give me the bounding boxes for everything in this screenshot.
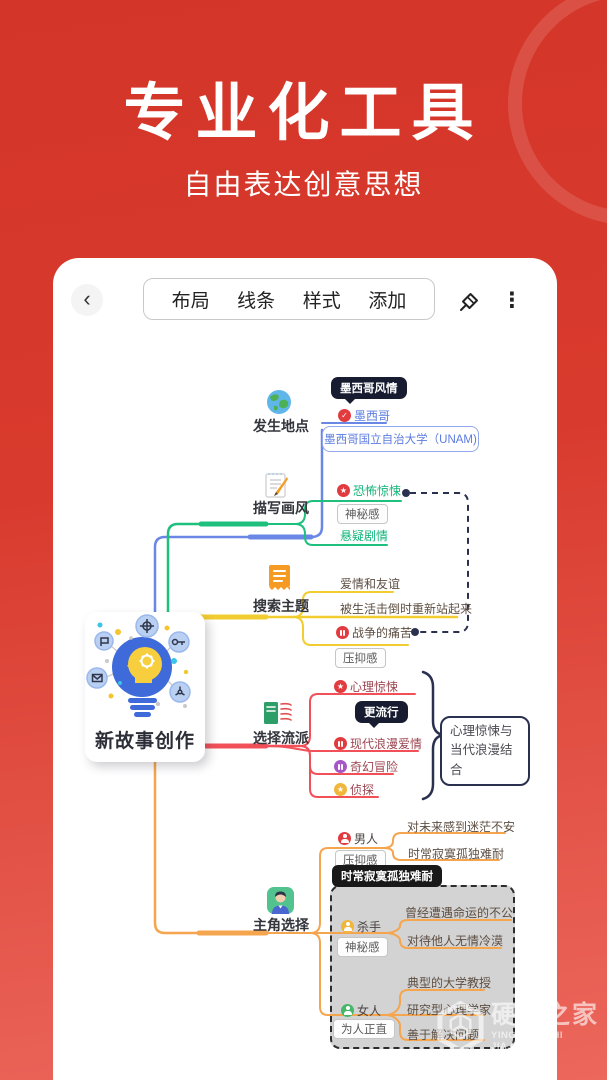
yellow-branch-lines <box>196 591 459 646</box>
node-horror[interactable]: ★ 恐怖惊悚 <box>337 482 401 499</box>
red-branch-lines <box>196 693 419 798</box>
star-badge-icon: ★ <box>337 484 350 497</box>
watermark-name: 硬件之家 <box>491 1001 600 1030</box>
connector-lines <box>153 422 512 1041</box>
node-man[interactable]: 男人 <box>338 830 378 847</box>
pause-badge-icon <box>334 737 347 750</box>
university-label: 墨西哥国立自治大学（UNAM) <box>324 434 477 446</box>
node-resilience[interactable]: 被生活击倒时重新站起来 <box>340 602 473 616</box>
kebab-icon: ⋮ <box>501 288 523 312</box>
back-button[interactable]: ‹ <box>71 284 103 316</box>
lightbulb-idea-illustration <box>86 614 191 717</box>
lonely-tooltip: 时常寂寞孤独难耐 <box>332 865 442 887</box>
killer-label: 杀手 <box>357 920 382 934</box>
woman-label: 女人 <box>357 1004 382 1018</box>
blue-branch-lines <box>153 422 387 614</box>
center-node-label: 新故事创作 <box>94 731 195 752</box>
horror-label: 恐怖惊悚 <box>353 484 402 498</box>
more-menu-button[interactable]: ⋮ <box>501 284 523 316</box>
node-thriller[interactable]: ★ 心理惊悚 <box>334 678 398 695</box>
war-label: 战争的痛苦 <box>352 626 413 640</box>
star-badge-icon: ★ <box>334 680 347 693</box>
paint-brush-icon <box>460 293 478 311</box>
person-badge-icon <box>338 832 351 845</box>
hexagon-logo-icon <box>437 1000 484 1054</box>
node-topic[interactable]: 搜索主题 <box>253 598 309 614</box>
back-icon: ‹ <box>83 285 91 311</box>
fantasy-label: 奇幻冒险 <box>350 760 399 774</box>
tab-layout[interactable]: 布局 <box>171 290 210 312</box>
thriller-label: 心理惊悚 <box>350 680 399 694</box>
node-man-trait1[interactable]: 对未来感到迷茫不安 <box>407 820 516 834</box>
center-node[interactable]: 新故事创作 <box>85 612 205 762</box>
node-location[interactable]: 发生地点 <box>253 418 309 434</box>
tab-style[interactable]: 样式 <box>302 290 341 312</box>
node-detective[interactable]: ★ 侦探 <box>334 781 374 798</box>
scroll-list-icon <box>267 563 292 592</box>
orange-branch-lines <box>153 760 512 1041</box>
hero-title: 专业化工具 <box>123 79 484 148</box>
node-genre[interactable]: 选择流派 <box>253 730 309 746</box>
node-suspense[interactable]: 悬疑剧情 <box>340 529 389 543</box>
pause-badge-icon <box>334 760 347 773</box>
node-man-trait2[interactable]: 时常寂寞孤独难耐 <box>408 847 505 861</box>
node-mystery-box[interactable]: 神秘感 <box>337 504 388 524</box>
app-panel: ‹ 布局 线条 样式 添加 ⋮ <box>53 258 557 1080</box>
person-avatar-icon <box>266 886 295 915</box>
detective-label: 侦探 <box>350 783 375 797</box>
globe-icon <box>266 389 292 415</box>
green-branch-lines <box>166 500 402 614</box>
node-protagonist[interactable]: 主角选择 <box>253 917 309 933</box>
location-tooltip: 墨西哥风情 <box>331 377 407 404</box>
watermark: 硬件之家 YING JIAN ZHI JIA.COM <box>436 1000 607 1054</box>
node-romance[interactable]: 现代浪漫爱情 <box>334 735 422 752</box>
toolbar-tabs: 布局 线条 样式 添加 <box>143 278 435 320</box>
book-icon <box>262 700 293 727</box>
person-badge-icon <box>341 1004 354 1017</box>
person-badge-icon <box>341 920 354 933</box>
node-fantasy[interactable]: 奇幻冒险 <box>334 758 398 775</box>
node-love[interactable]: 爱情和友谊 <box>340 577 401 591</box>
node-war[interactable]: 战争的痛苦 <box>336 624 412 641</box>
popular-tooltip: 更流行 <box>355 701 408 728</box>
node-killer-box[interactable]: 神秘感 <box>337 937 388 957</box>
tab-lines[interactable]: 线条 <box>237 290 276 312</box>
tab-add[interactable]: 添加 <box>368 290 407 312</box>
dashed-association-line <box>402 489 469 636</box>
star-badge-icon: ★ <box>334 783 347 796</box>
mexico-label: 墨西哥 <box>354 409 391 423</box>
node-woman-box[interactable]: 为人正直 <box>333 1019 395 1039</box>
node-university[interactable]: 墨西哥国立自治大学（UNAM) <box>322 426 479 452</box>
watermark-domain: YING JIAN ZHI JIA.COM <box>491 1029 563 1052</box>
node-style[interactable]: 描写画风 <box>253 500 309 516</box>
pause-badge-icon <box>336 626 349 639</box>
genre-note[interactable]: 心理惊悚与当代浪漫结合 <box>440 716 530 787</box>
node-woman[interactable]: 女人 <box>341 1002 381 1019</box>
romance-label: 现代浪漫爱情 <box>350 737 423 751</box>
node-killer-trait1[interactable]: 曾经遭遇命运的不公 <box>405 906 514 920</box>
notepad-pencil-icon <box>263 470 291 500</box>
node-killer-trait2[interactable]: 对待他人无情冷漠 <box>407 934 504 948</box>
node-mexico[interactable]: ✓ 墨西哥 <box>338 407 390 424</box>
man-label: 男人 <box>354 832 379 846</box>
paint-brush-button[interactable] <box>454 285 484 315</box>
check-badge-icon: ✓ <box>338 409 351 422</box>
node-depression-box[interactable]: 压抑感 <box>335 648 386 668</box>
node-woman-trait1[interactable]: 典型的大学教授 <box>407 976 492 990</box>
hero-subtitle: 自由表达创意思想 <box>183 169 424 200</box>
node-killer[interactable]: 杀手 <box>341 918 381 935</box>
